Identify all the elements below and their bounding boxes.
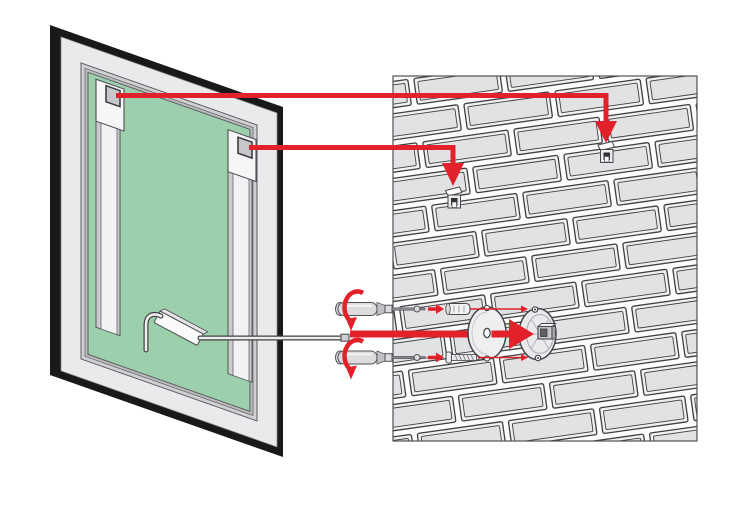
brick-inner [685, 323, 697, 354]
brick-inner [617, 171, 697, 202]
brick-inner [393, 336, 444, 367]
brick [393, 78, 412, 118]
brick [681, 319, 697, 358]
rail-keyhole-slot-right [237, 136, 253, 160]
wall-hook-left [444, 186, 463, 209]
brick-inner [393, 146, 417, 177]
arrow-head [442, 163, 464, 186]
brick-inner [393, 374, 403, 405]
spacer-disc [467, 304, 507, 362]
brick-inner [393, 399, 453, 431]
brick-inner [476, 158, 558, 190]
wall-anchor [445, 302, 471, 316]
disc-center-hole [483, 327, 491, 339]
insert-arrow-bottom [428, 352, 444, 363]
driver-cable-loop [143, 311, 164, 353]
brick-inner [393, 108, 458, 139]
guide-arrow-top [470, 305, 528, 313]
mounting-rail-left [95, 78, 125, 337]
brick-inner [635, 298, 697, 329]
brick [393, 370, 407, 410]
power-cable [197, 333, 350, 342]
brick-inner [576, 209, 658, 240]
brick-inner [420, 425, 503, 441]
brick-inner [585, 272, 667, 304]
brick-inner [393, 273, 435, 304]
brick-inner [508, 76, 590, 88]
brick [557, 433, 648, 441]
brick-inner [394, 235, 476, 266]
brick-inner [467, 95, 549, 126]
push-arrow-head [509, 319, 534, 349]
brick-inner [603, 399, 685, 430]
brick-inner [626, 234, 697, 266]
mirror-assembly [50, 25, 283, 458]
arrow-head [595, 121, 617, 143]
guide-arrow-bottom [478, 354, 528, 361]
brick-inner [667, 196, 697, 228]
cable-connector [340, 333, 350, 342]
brick-inner [526, 184, 608, 215]
brick-inner [461, 387, 544, 418]
brick-inner [658, 133, 697, 164]
wall-bracket [518, 306, 557, 362]
brick-inner [435, 197, 517, 228]
brick-inner [517, 120, 599, 152]
routing-arrow-1 [116, 93, 617, 143]
brick-inner [393, 209, 426, 241]
cable-clip [536, 323, 557, 340]
wall-hook-right [597, 140, 616, 163]
mounting-rail-right [227, 128, 257, 383]
brick-inner [553, 374, 635, 405]
brick-inner [393, 171, 467, 203]
brick-inner [649, 76, 697, 101]
brick-inner [444, 260, 526, 291]
brick-inner [535, 247, 617, 278]
brick-inner [644, 361, 697, 392]
disc-screw-hole-bottom [483, 355, 491, 362]
insert-arrow-top [428, 304, 444, 314]
brick-inner [411, 361, 494, 393]
routing-arrow-2 [249, 145, 464, 186]
wall-border [392, 75, 698, 442]
brick-inner [594, 336, 676, 367]
brick [690, 382, 697, 422]
rail-keyhole-slot-left [105, 84, 121, 108]
brick-inner [653, 424, 697, 441]
brick-inner [511, 412, 594, 441]
brick [393, 307, 398, 346]
brick-inner [393, 83, 408, 114]
brick-inner [485, 222, 567, 253]
disc-screw-hole-top [483, 304, 491, 312]
brick-inner [694, 386, 697, 418]
brick-inner [426, 133, 508, 164]
push-arrow [491, 319, 534, 349]
